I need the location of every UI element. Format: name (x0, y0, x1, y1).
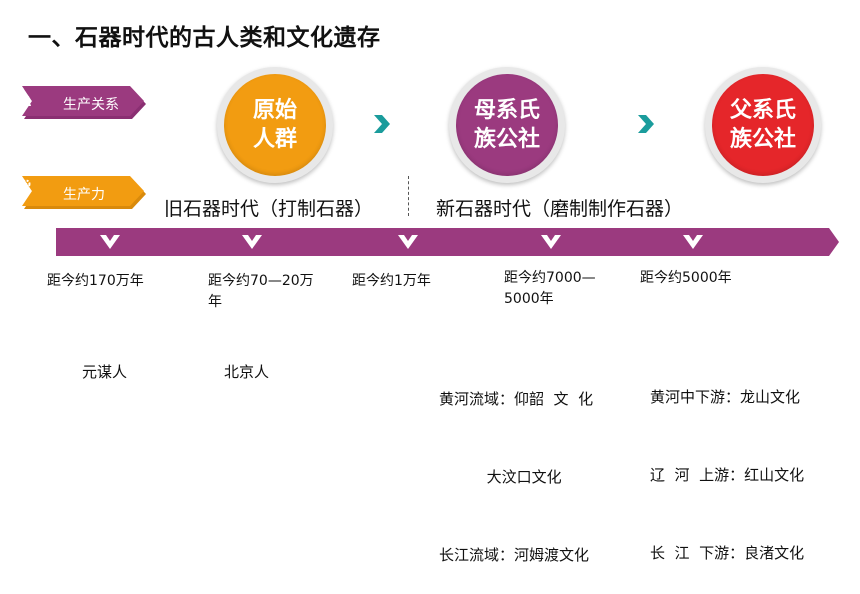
chevron-down-icon (242, 235, 262, 249)
culture-item: 黄河中下游：龙山文化 (650, 388, 801, 406)
date-label: 距今约5000年 (640, 270, 732, 286)
stage-line1: 母系氏 (473, 98, 540, 123)
culture-item: 辽 河 上游：红山文化 (650, 466, 805, 484)
stage-line1: 父系氏 (729, 98, 796, 123)
chevron-right-icon (638, 115, 654, 133)
chevron-down-icon (683, 235, 703, 249)
relations-label: 生产关系 (63, 97, 119, 113)
stage-primitive-group: 原始人群 (217, 67, 333, 183)
date-label: 距今约70—20万年 (208, 273, 314, 310)
gears-icon (11, 179, 60, 205)
chevron-right-icon (374, 115, 390, 133)
era-neolithic: 新石器时代（磨制制作石器） (436, 198, 684, 220)
stage-patriarchal-clan: 父系氏族公社 (705, 67, 821, 183)
culture-list-right: 黄河中下游：龙山文化 辽 河 上游：红山文化 长 江 下游：良渚文化 (650, 332, 804, 592)
culture-item: 黄河流域：仰韶 文 化 (439, 390, 594, 408)
date-label: 距今约170万年 (47, 273, 144, 289)
people-peking: 北京人 (224, 363, 270, 381)
stage-line2: 人群 (252, 127, 297, 152)
people-icon (11, 90, 60, 115)
stage-matriarchal-clan: 母系氏族公社 (449, 67, 565, 183)
stage-line1: 原始 (252, 98, 297, 123)
chevron-down-icon (398, 235, 418, 249)
chevron-down-icon (541, 235, 561, 249)
chevron-down-icon (100, 235, 120, 249)
culture-item: 大汶口文化 (439, 468, 562, 486)
culture-item: 长 江 下游：良渚文化 (650, 544, 805, 562)
people-yuanmou: 元谋人 (82, 363, 128, 381)
relations-tag-shape (22, 86, 146, 119)
date-label: 距今约1万年 (352, 273, 431, 289)
timeline-bar-arrow (829, 228, 839, 256)
date-label: 距今约7000—5000年 (504, 270, 596, 307)
timeline-bar (56, 228, 829, 256)
culture-list-left: 黄河流域：仰韶 文 化 大汶口文化 长江流域：河姆渡文化 (439, 334, 593, 594)
relations-tag: 生产关系 (10, 86, 148, 122)
page-title: 一、石器时代的古人类和文化遗存 (28, 25, 381, 51)
era-divider (408, 176, 409, 216)
stage-line2: 族公社 (473, 127, 540, 152)
forces-label: 生产力 (63, 187, 105, 203)
era-paleolithic: 旧石器时代（打制石器） (164, 198, 374, 220)
stage-line2: 族公社 (729, 127, 796, 152)
culture-item: 长江流域：河姆渡文化 (439, 546, 590, 564)
forces-tag-shape (22, 176, 146, 209)
forces-tag: 生产力 (10, 176, 148, 212)
